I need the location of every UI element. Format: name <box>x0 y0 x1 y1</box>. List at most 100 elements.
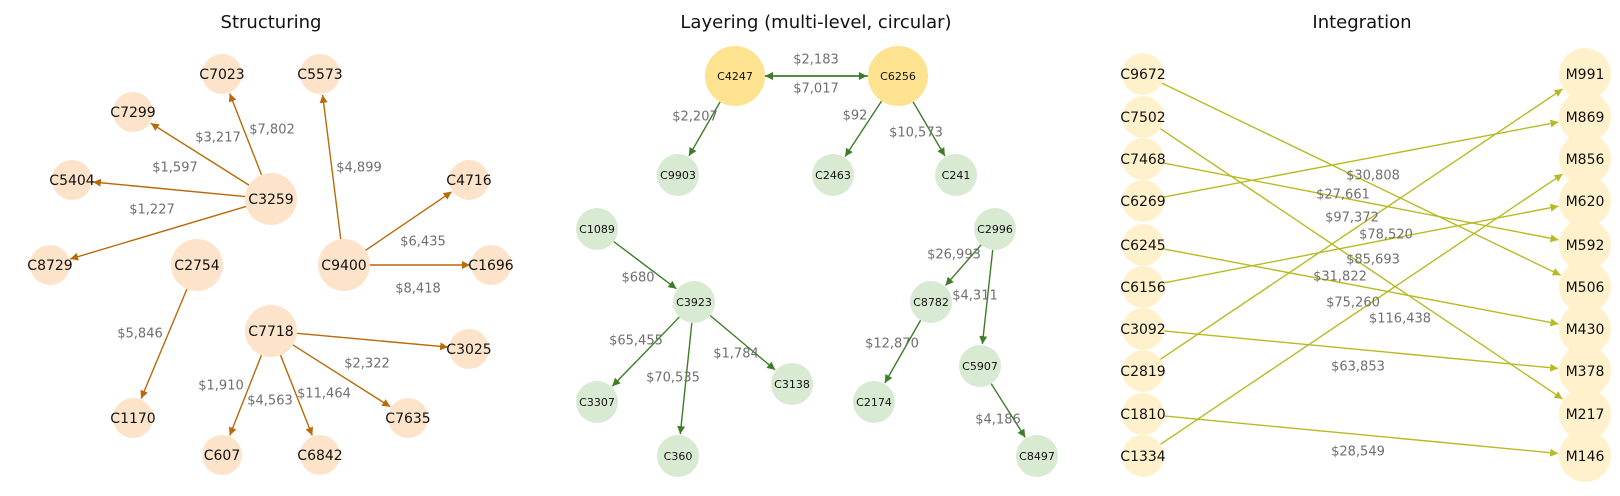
structuring-node-label-C8729: C8729 <box>27 258 72 274</box>
integration-edge-label-C2819-M991: $75,260 <box>1326 296 1380 311</box>
structuring-node-C7718 <box>245 305 297 357</box>
structuring-edge-C2754-C1170 <box>140 288 188 399</box>
integration-edge-C7468-M592 <box>1163 162 1559 243</box>
structuring-node-C2754 <box>171 239 223 291</box>
layering-edge-C3923-C3307 <box>611 316 680 387</box>
integration-edge-label-C7468-M592: $27,661 <box>1316 188 1370 203</box>
structuring-edge-label-C3259-C7023: $7,802 <box>249 123 295 138</box>
structuring-node-label-C607: C607 <box>204 448 241 464</box>
integration-node-M856 <box>1559 133 1611 185</box>
layering-edge-C8782-C2174 <box>884 319 922 384</box>
layering-edge-label-C8782-C2174: $12,870 <box>865 337 919 352</box>
integration-edge-label-C7502-M217: $85,693 <box>1346 253 1400 268</box>
layering-edge-C5907-C8497 <box>990 383 1026 438</box>
integration-node-C2819 <box>1122 350 1164 392</box>
structuring-node-label-C6842: C6842 <box>297 448 342 464</box>
structuring-edge-C7718-C7635 <box>292 344 391 408</box>
structuring-node-label-C4716: C4716 <box>446 173 491 189</box>
layering-node-label-C8497: C8497 <box>1019 450 1055 463</box>
integration-edge-C1334-M856 <box>1160 173 1563 445</box>
layering-edge-C1089-C3923 <box>613 241 677 290</box>
structuring-node-C7023 <box>202 54 242 94</box>
layering-node-label-C2174: C2174 <box>856 396 892 409</box>
integration-node-C7502 <box>1122 96 1164 138</box>
integration-node-C6156 <box>1122 266 1164 308</box>
structuring-edge-label-C7718-C7635: $11,464 <box>297 387 351 402</box>
structuring-node-C7635 <box>388 398 428 438</box>
panel-title-structuring: Structuring <box>221 12 322 33</box>
structuring-node-label-C9400: C9400 <box>321 258 366 274</box>
structuring-node-C5573 <box>300 54 340 94</box>
layering-node-C3307 <box>576 381 618 423</box>
integration-node-label-M217: M217 <box>1566 407 1605 423</box>
structuring-node-label-C7718: C7718 <box>248 324 293 340</box>
structuring-node-label-C7299: C7299 <box>110 105 155 121</box>
integration-node-label-C2819: C2819 <box>1120 364 1165 380</box>
structuring-edge-C7718-C6842 <box>279 354 314 436</box>
structuring-node-C5404 <box>52 160 92 200</box>
structuring-node-C1696 <box>471 245 511 285</box>
layering-edge-label-C6256-C241: $10,573 <box>889 126 943 141</box>
nodes-layer: C3259C7023C7299C5404C8729C5573C9400C4716… <box>27 46 1611 482</box>
edge-labels-layer: $7,802$3,217$1,597$1,227$4,899$6,435$8,4… <box>117 53 1431 460</box>
integration-node-M991 <box>1559 48 1611 100</box>
integration-node-M506 <box>1559 261 1611 313</box>
integration-node-C1334 <box>1122 435 1164 477</box>
structuring-edge-label-C3259-C8729: $1,227 <box>129 203 175 218</box>
structuring-edge-label-C3259-C7299: $3,217 <box>195 131 241 146</box>
layering-node-label-C3307: C3307 <box>579 396 615 409</box>
structuring-edge-label-C7718-C3025: $2,322 <box>344 357 390 372</box>
layering-node-C2463 <box>812 154 854 196</box>
layering-node-label-C5907: C5907 <box>962 360 998 373</box>
integration-node-label-C1334: C1334 <box>1120 449 1165 465</box>
structuring-node-label-C7635: C7635 <box>385 411 430 427</box>
integration-edge-label-C1334-M856: $116,438 <box>1369 312 1431 327</box>
integration-node-C6269 <box>1122 180 1164 222</box>
structuring-node-label-C3025: C3025 <box>446 342 491 358</box>
integration-node-M592 <box>1559 219 1611 271</box>
structuring-edge-C3259-C8729 <box>69 205 247 261</box>
integration-node-label-M146: M146 <box>1566 449 1605 465</box>
layering-node-C5907 <box>959 345 1001 387</box>
layering-node-label-C1089: C1089 <box>579 223 615 236</box>
integration-node-C3092 <box>1122 308 1164 350</box>
structuring-node-label-C5573: C5573 <box>297 67 342 83</box>
structuring-edge-C7718-C3025 <box>296 332 449 351</box>
integration-node-label-M856: M856 <box>1566 152 1605 168</box>
integration-node-C7468 <box>1122 138 1164 180</box>
layering-edge-C4247-C9903 <box>688 101 721 157</box>
structuring-node-C3025 <box>449 329 489 369</box>
layering-node-C2996 <box>974 208 1016 250</box>
layering-node-C3923 <box>673 281 715 323</box>
integration-node-C1810 <box>1122 393 1164 435</box>
layering-node-C9903 <box>657 154 699 196</box>
layering-edge-C6256-C2463 <box>844 100 883 157</box>
structuring-edge-C3259-C5404 <box>92 178 246 198</box>
structuring-node-C9400 <box>318 239 370 291</box>
integration-node-C6245 <box>1122 224 1164 266</box>
integration-edge-label-C9672-M506: $30,808 <box>1346 169 1400 184</box>
structuring-edge-C9400-C4716 <box>365 191 453 251</box>
integration-node-label-M378: M378 <box>1566 364 1605 380</box>
layering-node-C8782 <box>910 281 952 323</box>
layering-node-label-C2996: C2996 <box>977 223 1013 236</box>
layering-node-C6256 <box>868 46 928 106</box>
integration-node-label-M430: M430 <box>1566 322 1605 338</box>
integration-edge-C7502-M217 <box>1160 128 1563 400</box>
integration-edge-label-C6245-M430: $31,822 <box>1313 270 1367 285</box>
layering-edge-C2996-C5907 <box>979 249 994 345</box>
structuring-node-C7299 <box>113 92 153 132</box>
structuring-edge-C7718-C607 <box>228 354 263 436</box>
integration-node-M430 <box>1559 303 1611 355</box>
structuring-node-C6842 <box>300 435 340 475</box>
integration-node-M378 <box>1559 345 1611 397</box>
integration-edge-C6269-M869 <box>1163 119 1559 198</box>
integration-edge-C9672-M506 <box>1161 82 1561 276</box>
integration-node-label-M620: M620 <box>1566 194 1605 210</box>
layering-edge-label-C3923-C360: $70,535 <box>646 371 700 386</box>
layering-node-label-C241: C241 <box>942 169 971 182</box>
layering-edge-label-C6256-C4247: $7,017 <box>793 82 839 97</box>
layering-node-C2174 <box>853 381 895 423</box>
layering-edge-C2996-C8782 <box>944 244 982 286</box>
structuring-node-C8729 <box>30 245 70 285</box>
